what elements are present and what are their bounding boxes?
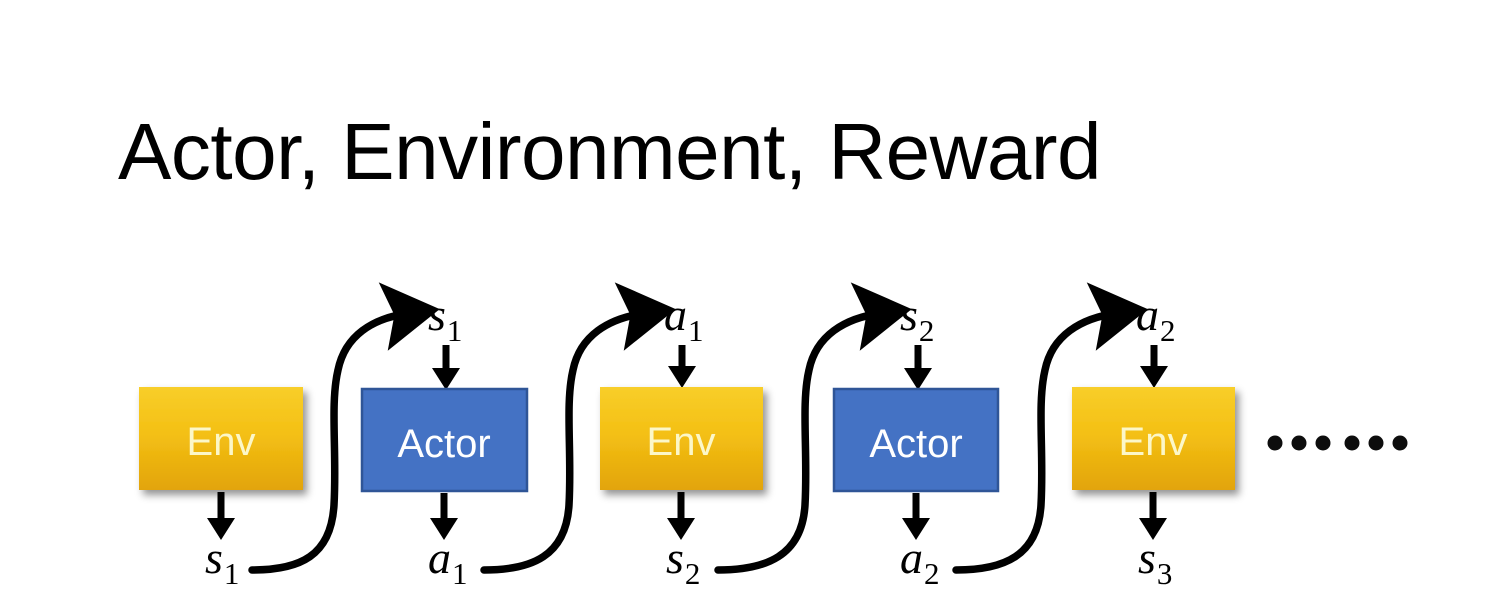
node-env-3-label: Env — [1119, 420, 1188, 464]
page-title: Actor, Environment, Reward — [118, 107, 1101, 196]
node-actor-1-label: Actor — [397, 422, 490, 466]
label-bottom-s2: s2 — [666, 532, 700, 591]
bottom-labels-group: s1 a1 s2 a2 s3 — [205, 532, 1172, 591]
flow-curves-group — [248, 282, 1148, 574]
label-bottom-s1: s1 — [205, 532, 239, 591]
node-env-1[interactable]: Env — [139, 387, 303, 490]
top-labels-group: s1 a1 s2 a2 — [428, 289, 1176, 348]
node-actor-2[interactable]: Actor — [832, 387, 1000, 493]
arrows-out-of-boxes-group — [207, 492, 1167, 540]
label-top-s1: s1 — [428, 289, 462, 348]
arrow-env3-to-s3 — [1139, 492, 1167, 540]
label-top-s2: s2 — [900, 289, 934, 348]
node-actor-1[interactable]: Actor — [360, 387, 529, 493]
node-env-2[interactable]: Env — [600, 387, 763, 490]
arrows-into-boxes-group — [432, 345, 1168, 390]
flow-curve-s1 — [248, 282, 440, 574]
label-top-a2: a2 — [1136, 289, 1176, 348]
arrow-a1-to-env2 — [668, 345, 696, 388]
node-env-3[interactable]: Env — [1072, 387, 1235, 490]
arrow-env1-to-s1 — [207, 492, 235, 540]
node-env-2-label: Env — [647, 420, 716, 464]
arrow-a2-to-env3 — [1140, 345, 1168, 388]
label-bottom-a1: a1 — [428, 532, 468, 591]
label-bottom-s3: s3 — [1138, 532, 1172, 591]
arrow-s2-to-actor2 — [904, 345, 932, 390]
flow-curve-a2 — [952, 282, 1148, 574]
arrow-s1-to-actor1 — [432, 345, 460, 390]
arrow-env2-to-s2 — [667, 492, 695, 540]
nodes-group: Env Actor Env Actor Env — [139, 387, 1235, 493]
node-actor-2-label: Actor — [869, 422, 962, 466]
flow-curve-s2 — [714, 282, 912, 574]
label-bottom-a2: a2 — [900, 532, 940, 591]
continuation-ellipsis — [1267, 435, 1408, 451]
arrow-actor2-to-a2 — [902, 493, 930, 540]
arrow-actor1-to-a1 — [430, 493, 458, 540]
flow-curve-a1 — [480, 282, 676, 574]
node-env-1-label: Env — [187, 420, 256, 464]
label-top-a1: a1 — [664, 289, 704, 348]
